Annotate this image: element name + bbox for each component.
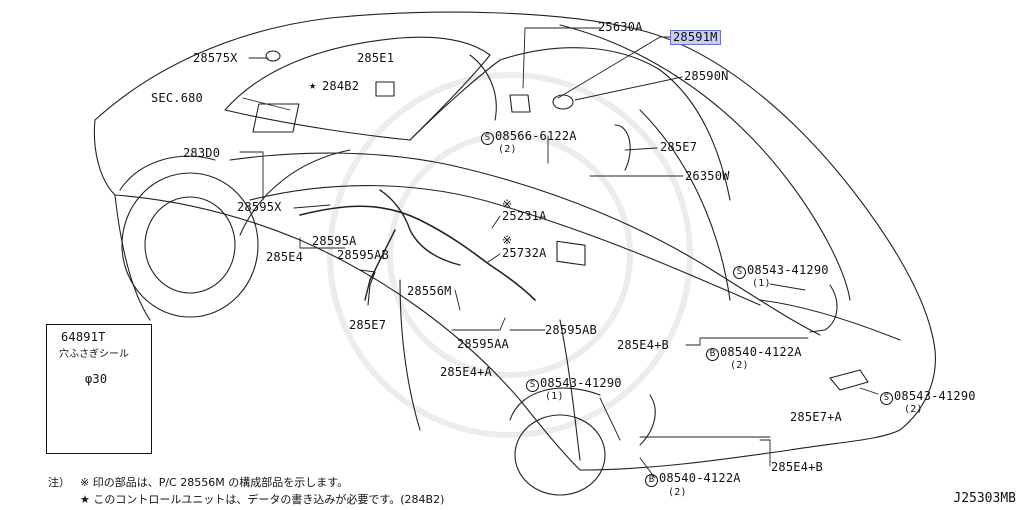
leader-lines	[239, 27, 879, 479]
floor-line-2	[249, 185, 761, 306]
bolt-08543-c-code: 08543-41290	[894, 389, 976, 403]
bolt-08543-a-code: 08543-41290	[747, 263, 829, 277]
front-wheel-outer	[121, 172, 259, 318]
label-284B2: 284B2	[322, 79, 360, 93]
label-285E4A: 285E4+A	[440, 365, 492, 379]
label-28595A: 28595A	[312, 234, 357, 248]
star-mark: ★	[309, 78, 317, 92]
module-285E1	[375, 81, 395, 97]
bolt-08566-code: 08566-6122A	[495, 129, 577, 143]
bolt-08543-b-code: 08543-41290	[540, 376, 622, 390]
label-28590N: 28590N	[684, 69, 729, 83]
rocker-line	[579, 429, 901, 471]
bolt-08540-a-code: 08540-4122A	[720, 345, 802, 359]
wire-harness-branch	[379, 189, 461, 266]
cable-285E7-right	[614, 124, 631, 171]
label-28595AB-mid: 28595AB	[545, 323, 597, 337]
label-28595AB-left: 28595AB	[337, 248, 389, 262]
label-25231A: 25231A	[502, 209, 547, 223]
label-285E4B-lower: 285E4+B	[771, 460, 823, 474]
label-28595AA: 28595AA	[457, 337, 509, 351]
bolt-symbol-s: S	[481, 132, 494, 145]
label-285E7-right: 285E7	[660, 140, 698, 154]
qty-08543-b: (1)	[545, 391, 564, 402]
diagram-reference-code: J25303MB	[953, 491, 1016, 506]
label-285E1: 285E1	[357, 51, 395, 65]
label-285E7-left: 285E7	[349, 318, 387, 332]
qty-08566: (2)	[498, 144, 517, 155]
bolt-symbol-s: S	[526, 379, 539, 392]
door-line-rear	[559, 319, 581, 461]
front-fascia-line	[93, 119, 151, 321]
wire-harness-main	[299, 205, 536, 301]
label-28575X: 28575X	[193, 51, 238, 65]
rear-wheel	[514, 414, 606, 496]
unit-25630A	[509, 94, 531, 113]
label-28595X: 28595X	[237, 200, 282, 214]
label-28591M-highlighted[interactable]: 28591M	[670, 30, 721, 45]
cable-285E7-left	[359, 269, 376, 306]
a-pillar	[469, 54, 497, 121]
wire-harness-down	[364, 229, 396, 301]
roof-glass-line	[409, 47, 731, 201]
label-sec680: SEC.680	[151, 91, 203, 105]
body-side-line	[114, 194, 581, 471]
label-25630A: 25630A	[598, 20, 643, 34]
sensor-28590N	[552, 94, 574, 110]
bolt-symbol-b: B	[645, 474, 658, 487]
label-26350W: 26350W	[685, 169, 730, 183]
bolt-08540-b-code: 08540-4122A	[659, 471, 741, 485]
rear-floor-line	[759, 299, 901, 341]
qty-08543-a: (1)	[752, 278, 771, 289]
cable-285E4B-upper	[809, 284, 838, 333]
label-283D0: 283D0	[183, 146, 221, 160]
windshield	[224, 36, 491, 141]
ref-mark-25732A: ※	[502, 233, 513, 247]
label-285E7A: 285E7+A	[790, 410, 842, 424]
seal-diameter: φ30	[85, 372, 108, 386]
label-28556M: 28556M	[407, 284, 452, 298]
door-line-front	[399, 279, 421, 431]
note-line-2: ★ このコントロールユニットは、データの書き込みが必要です。(284B2)	[80, 493, 445, 506]
seal-part-number: 64891T	[61, 330, 106, 344]
ref-mark-25231A: ※	[502, 197, 513, 211]
rear-wheel-arch	[509, 387, 601, 421]
front-wheel-inner	[144, 196, 236, 294]
front-wheel-arch	[119, 155, 216, 191]
bolt-symbol-s: S	[733, 266, 746, 279]
notes-prefix: 注）	[48, 476, 70, 489]
label-25732A: 25732A	[502, 246, 547, 260]
watermark-emblem	[327, 72, 693, 438]
bolt-symbol-b: B	[706, 348, 719, 361]
c-pillar	[639, 109, 731, 301]
qty-08540-b: (2)	[668, 487, 687, 498]
module-26350W	[556, 240, 586, 266]
bolt-symbol-s: S	[880, 392, 893, 405]
label-285E4B-upper: 285E4+B	[617, 338, 669, 352]
qty-08543-c: (2)	[904, 404, 923, 415]
part-28575X	[265, 50, 281, 62]
part-285E7A	[829, 369, 869, 391]
note-line-1: ※ 印の部品は、P/C 28556M の構成部品を示します。	[80, 476, 349, 489]
label-285E4: 285E4	[266, 250, 304, 264]
body-roof-line	[94, 11, 936, 431]
control-unit-284B2	[252, 103, 300, 133]
rear-pillar	[559, 24, 851, 301]
dash-line	[239, 149, 351, 236]
qty-08540-a: (2)	[730, 360, 749, 371]
seal-description: 穴ふさぎシール	[59, 349, 129, 360]
cable-285E4B-lower	[639, 394, 656, 446]
seal-inset-box: 64891T 穴ふさぎシール φ30	[46, 324, 152, 454]
